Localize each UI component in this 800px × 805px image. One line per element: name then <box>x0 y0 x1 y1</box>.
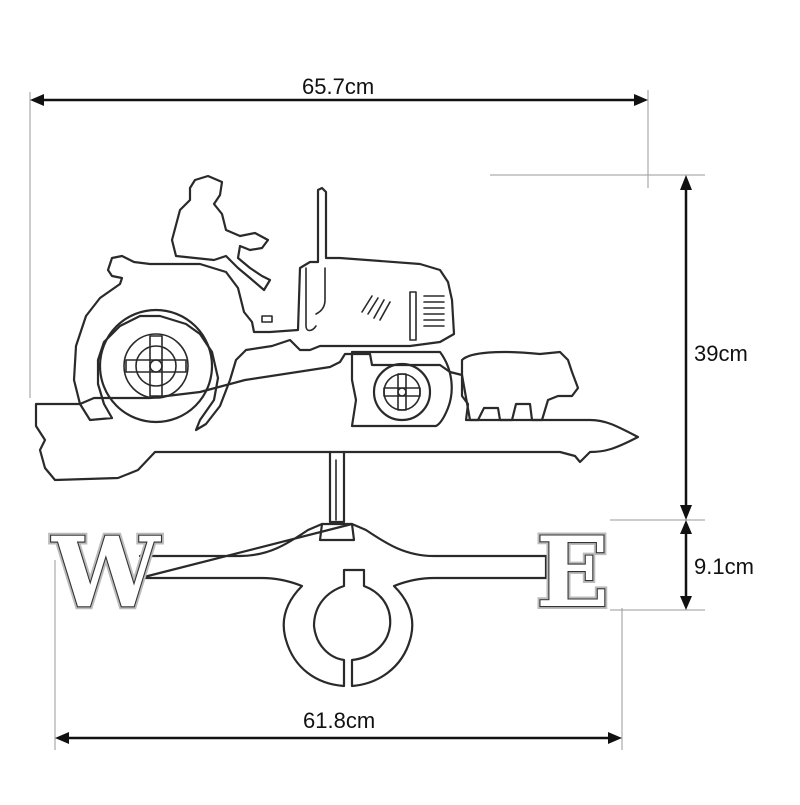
tractor-body <box>72 186 456 432</box>
dimension-arrow-letter-height <box>680 520 692 610</box>
main-height-label: 39cm <box>692 341 750 366</box>
base-width-label: 61.8cm <box>301 708 378 733</box>
letter-height-label: 9.1cm <box>692 554 756 579</box>
dimension-arrow-bottom <box>55 732 622 744</box>
svg-text:W: W <box>51 516 161 629</box>
west-letter: W W <box>48 513 164 632</box>
compass-crossbar <box>138 522 548 688</box>
shaft <box>318 450 356 542</box>
pig-silhouette <box>460 350 580 422</box>
guide-lines <box>29 90 705 750</box>
east-letter-text: E <box>536 516 609 629</box>
total-width-label: 65.7cm <box>300 74 377 99</box>
east-letter: E E <box>533 513 612 632</box>
dimension-arrow-top <box>30 94 648 106</box>
farmer-silhouette <box>170 174 272 292</box>
pointer-arrow <box>34 352 640 482</box>
svg-text:E: E <box>536 516 609 629</box>
dimension-arrow-main-height <box>680 175 692 520</box>
front-wheel <box>350 350 453 428</box>
west-letter-text: W <box>51 516 161 629</box>
rear-wheel <box>98 308 214 424</box>
